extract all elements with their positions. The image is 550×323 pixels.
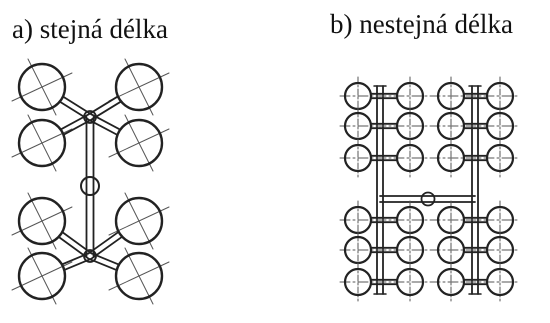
gate <box>370 216 381 224</box>
gate <box>474 154 488 162</box>
gate <box>370 278 381 286</box>
cavity-centerline <box>124 192 154 250</box>
runner-junction <box>83 249 97 263</box>
gate <box>463 216 476 224</box>
cavity-centerline <box>27 247 57 305</box>
gate <box>474 246 488 254</box>
gate <box>463 278 476 286</box>
cavity <box>17 196 67 246</box>
cavity <box>436 267 466 297</box>
cavity <box>17 118 67 168</box>
cavity-centerline <box>124 114 154 172</box>
gate <box>474 122 488 130</box>
cavity <box>114 251 164 301</box>
cavity <box>343 143 373 173</box>
cavity-centerline <box>27 114 57 172</box>
sprue <box>80 176 100 196</box>
cavity <box>114 118 164 168</box>
gate <box>370 122 381 130</box>
cavity-centerline <box>27 58 57 116</box>
gate <box>379 92 398 100</box>
gate <box>474 92 488 100</box>
gate <box>463 122 476 130</box>
main-runner <box>85 116 95 257</box>
gate <box>463 154 476 162</box>
gate <box>379 278 398 286</box>
cavity-centerline <box>124 58 154 116</box>
cavity <box>436 143 466 173</box>
cavity <box>395 143 425 173</box>
gate <box>379 246 398 254</box>
cavity <box>17 251 67 301</box>
cavity <box>485 143 515 173</box>
vertical-runner <box>471 85 479 295</box>
cavity <box>343 267 373 297</box>
gate <box>463 246 476 254</box>
gate <box>370 246 381 254</box>
caption-equal-length: a) stejná délka <box>12 14 168 44</box>
vertical-runner <box>376 85 384 295</box>
gate <box>474 278 488 286</box>
cross-runner <box>379 195 476 203</box>
diagram-equal-runner <box>11 58 170 305</box>
cavity <box>485 267 515 297</box>
cavity-centerline <box>124 247 154 305</box>
gate <box>474 216 488 224</box>
gate <box>379 154 398 162</box>
gate <box>379 122 398 130</box>
gate <box>379 216 398 224</box>
cavity <box>395 267 425 297</box>
cavity-centerline <box>27 192 57 250</box>
gate <box>463 92 476 100</box>
runner-junction <box>83 110 97 124</box>
gate <box>370 154 381 162</box>
cavity <box>114 196 164 246</box>
sprue <box>420 191 436 207</box>
cavity <box>114 62 164 112</box>
gate <box>370 92 381 100</box>
diagram-unequal-runner <box>339 76 521 302</box>
cavity <box>17 62 67 112</box>
caption-unequal-length: b) nestejná délka <box>330 9 513 39</box>
